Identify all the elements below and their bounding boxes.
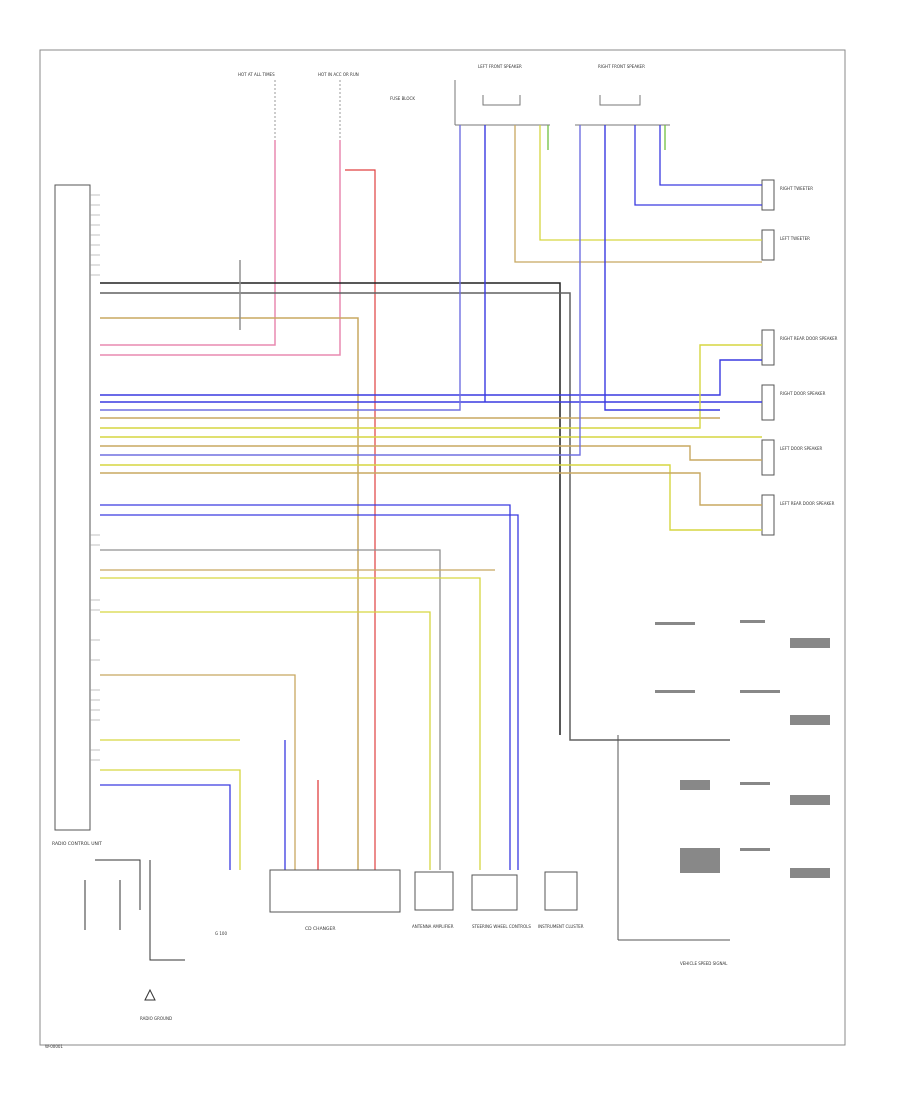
ground-wires <box>100 260 730 870</box>
cd-changer-box <box>269 869 401 913</box>
svg-text:LEFT TWEETER: LEFT TWEETER <box>780 236 810 241</box>
steering-controls-box <box>471 874 518 911</box>
power-wire-red <box>345 169 376 870</box>
radio-pins <box>90 194 100 761</box>
svg-text:FUSE BLOCK: FUSE BLOCK <box>390 96 415 101</box>
antenna-amp-box <box>414 871 454 911</box>
svg-text:VEHICLE SPEED SIGNAL: VEHICLE SPEED SIGNAL <box>680 961 728 966</box>
svg-text:HOT AT ALL TIMES: HOT AT ALL TIMES <box>238 72 275 77</box>
left-rear-door-speaker: LEFT REAR DOOR SPEAKER <box>761 494 835 536</box>
cd-changer-label: CD CHANGER <box>305 926 335 932</box>
svg-text:LEFT REAR DOOR SPEAKER: LEFT REAR DOOR SPEAKER <box>780 501 835 506</box>
svg-text:RIGHT DOOR SPEAKER: RIGHT DOOR SPEAKER <box>780 391 826 396</box>
right-tweeter: RIGHT TWEETER <box>761 179 813 211</box>
right-door-speaker: RIGHT DOOR SPEAKER <box>761 384 826 421</box>
radio-ground-label: RADIO GROUND <box>140 1016 172 1021</box>
svg-text:LEFT FRONT SPEAKER: LEFT FRONT SPEAKER <box>478 64 522 69</box>
speed-signal-block: VEHICLE SPEED SIGNAL <box>617 735 730 966</box>
svg-text:LEFT DOOR SPEAKER: LEFT DOOR SPEAKER <box>780 446 822 451</box>
right-notes <box>655 620 830 878</box>
radio-ground-block <box>84 859 185 1001</box>
antenna-amp-label: ANTENNA AMPLIFIER <box>412 924 454 929</box>
svg-text:RIGHT FRONT SPEAKER: RIGHT FRONT SPEAKER <box>598 64 645 69</box>
left-tweeter: LEFT TWEETER <box>761 229 810 261</box>
right-rear-door-speaker: RIGHT REAR DOOR SPEAKER <box>761 329 838 366</box>
svg-text:HOT IN ACC OR RUN: HOT IN ACC OR RUN <box>318 72 359 77</box>
lower-bus-wires <box>100 504 519 870</box>
instrument-cluster-box <box>544 871 578 911</box>
page-code: W-00001 <box>45 1044 63 1049</box>
svg-text:RIGHT TWEETER: RIGHT TWEETER <box>780 186 813 191</box>
steering-controls-label: STEERING WHEEL CONTROLS <box>472 924 531 929</box>
diagram-border <box>39 49 846 1046</box>
tweeter-wires <box>514 125 762 263</box>
svg-text:RIGHT REAR DOOR SPEAKER: RIGHT REAR DOOR SPEAKER <box>780 336 838 341</box>
radio-control-unit-box <box>54 184 91 831</box>
ground-label: G 100 <box>215 931 227 936</box>
fuse-block: HOT AT ALL TIMES HOT IN ACC OR RUN FUSE … <box>238 72 415 140</box>
speaker-bus-wires <box>100 125 762 531</box>
left-front-speaker: LEFT FRONT SPEAKER <box>454 64 550 126</box>
radio-control-unit-label: RADIO CONTROL UNIT <box>52 841 102 847</box>
left-door-speaker: LEFT DOOR SPEAKER <box>761 439 822 476</box>
instrument-cluster-label: INSTRUMENT CLUSTER <box>538 924 584 929</box>
power-wires <box>100 140 341 356</box>
right-front-speaker: RIGHT FRONT SPEAKER <box>575 64 670 126</box>
